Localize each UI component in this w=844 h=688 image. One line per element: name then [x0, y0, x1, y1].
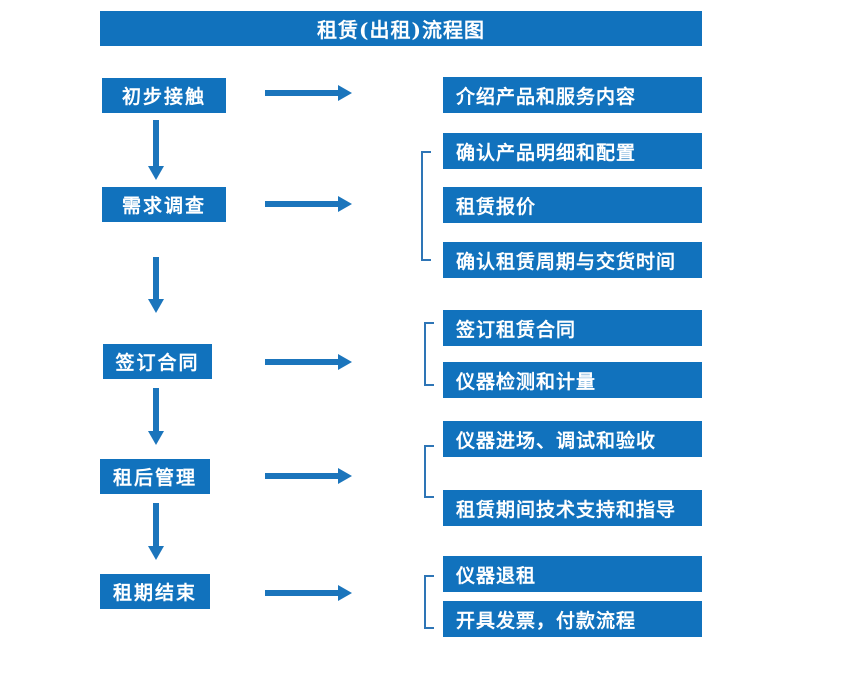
flowchart-title: 租赁(出租)流程图 [100, 11, 702, 46]
right-arrow-demand-survey [265, 196, 352, 212]
step-box-post-rental-management: 租后管理 [100, 459, 210, 494]
down-arrow-2 [148, 257, 164, 313]
detail-box-instrument-return: 仪器退租 [443, 556, 702, 592]
detail-box-sign-rental-contract: 签订租赁合同 [443, 310, 702, 346]
bracket-rental-end [424, 575, 434, 629]
right-arrow-initial-contact [265, 85, 352, 101]
right-arrow-post-rental [265, 468, 352, 484]
detail-box-confirm-product-spec: 确认产品明细和配置 [443, 133, 702, 169]
detail-box-confirm-rental-cycle: 确认租赁周期与交货时间 [443, 242, 702, 278]
detail-box-instrument-setup: 仪器进场、调试和验收 [443, 421, 702, 457]
bracket-post-rental [424, 445, 434, 498]
down-arrow-4 [148, 503, 164, 560]
right-arrow-rental-end [265, 585, 352, 601]
detail-box-rental-quote: 租赁报价 [443, 187, 702, 223]
bracket-sign-contract [424, 322, 434, 386]
detail-box-instrument-testing: 仪器检测和计量 [443, 362, 702, 398]
detail-box-tech-support: 租赁期间技术支持和指导 [443, 490, 702, 526]
down-arrow-1 [148, 120, 164, 180]
step-box-rental-end: 租期结束 [100, 574, 210, 609]
bracket-demand-survey [421, 151, 431, 261]
right-arrow-sign-contract [265, 354, 352, 370]
step-box-demand-survey: 需求调查 [102, 187, 226, 222]
down-arrow-3 [148, 388, 164, 445]
step-box-sign-contract: 签订合同 [103, 344, 212, 379]
detail-box-invoice-payment: 开具发票，付款流程 [443, 601, 702, 637]
detail-box-introduce-products: 介绍产品和服务内容 [443, 77, 702, 113]
step-box-initial-contact: 初步接触 [102, 78, 226, 113]
